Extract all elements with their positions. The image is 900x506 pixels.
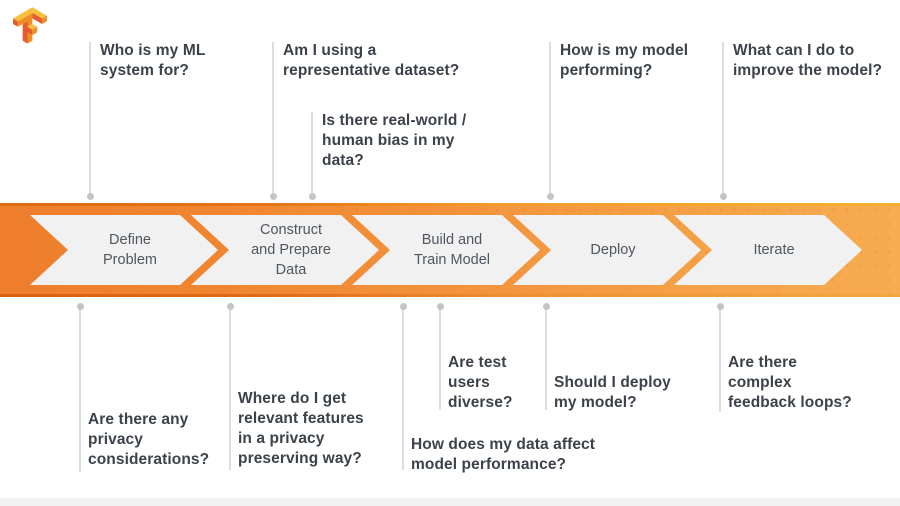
question-should-deploy: Should I deploy my model? xyxy=(554,374,671,411)
connector-line xyxy=(439,308,441,410)
question-privacy-considerations: Are there any privacy considerations? xyxy=(88,411,210,468)
tensorflow-logo-icon xyxy=(13,7,47,44)
stage-label: Deploy xyxy=(590,242,636,258)
connector-line xyxy=(272,42,274,194)
connector-line xyxy=(719,308,721,412)
connector-dot xyxy=(720,193,727,200)
connector-line xyxy=(545,308,547,410)
connector-line xyxy=(311,112,313,194)
connector-dot xyxy=(270,193,277,200)
question-privacy-preserving: Where do I get relevant features in a pr… xyxy=(238,390,364,467)
connector-line xyxy=(79,308,81,472)
connector-dot xyxy=(87,193,94,200)
stage-build-train-model: Build and Train Model xyxy=(352,215,540,285)
connector-line xyxy=(229,308,231,470)
stage-label: Build and Train Model xyxy=(413,232,491,268)
connector-dot xyxy=(227,303,234,310)
connector-dot xyxy=(717,303,724,310)
question-feedback-loops: Are there complex feedback loops? xyxy=(728,354,852,411)
question-human-bias: Is there real-world / human bias in my d… xyxy=(322,112,467,169)
connector-dot xyxy=(400,303,407,310)
connector-line xyxy=(89,42,91,194)
stage-label: Construct and Prepare Data xyxy=(251,222,331,278)
stage-construct-prepare-data: Construct and Prepare Data xyxy=(191,215,379,285)
connector-dot xyxy=(543,303,550,310)
stage-label: Define Problem xyxy=(103,232,157,268)
question-representative-dataset: Am I using a representative dataset? xyxy=(283,42,460,79)
question-data-affect-performance: How does my data affect model performanc… xyxy=(411,436,596,473)
question-who-is-system-for: Who is my ML system for? xyxy=(100,42,206,79)
connector-dot xyxy=(77,303,84,310)
connector-line xyxy=(402,308,404,470)
stage-iterate: Iterate xyxy=(674,215,862,285)
stage-label: Iterate xyxy=(753,242,795,258)
process-banner: Define Problem Construct and Prepare Dat… xyxy=(0,203,900,297)
stage-define-problem: Define Problem xyxy=(30,215,218,285)
question-improve-model: What can I do to improve the model? xyxy=(733,42,883,79)
connector-line xyxy=(722,42,724,194)
stage-deploy: Deploy xyxy=(513,215,701,285)
question-test-users-diverse: Are test users diverse? xyxy=(448,354,513,411)
connector-dot xyxy=(437,303,444,310)
connector-dot xyxy=(547,193,554,200)
connector-dot xyxy=(309,193,316,200)
footer-strip xyxy=(0,498,900,506)
question-model-performing: How is my model performing? xyxy=(560,42,689,79)
connector-line xyxy=(549,42,551,194)
